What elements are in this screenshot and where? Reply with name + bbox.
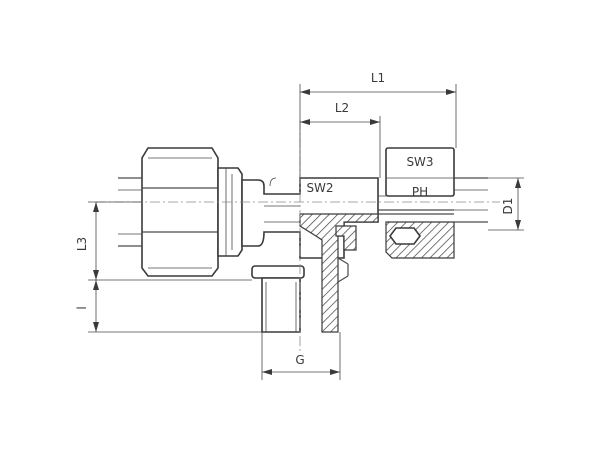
dim-L1-label: L1: [371, 71, 385, 85]
dim-D1-label: D1: [501, 198, 515, 215]
sw2-label: SW2: [306, 181, 333, 195]
dim-l: [88, 280, 262, 333]
dim-D1: [488, 177, 524, 231]
dim-l-label: l: [75, 306, 89, 309]
right-nut: [378, 147, 488, 259]
dim-L2: [300, 116, 381, 178]
left-nut: [118, 147, 219, 277]
dim-L3-label: L3: [75, 237, 89, 251]
dim-G-label: G: [295, 353, 304, 367]
bottom-stud: [251, 257, 349, 333]
ph-label: PH: [412, 185, 428, 199]
left-collar: [217, 167, 243, 257]
dim-L1: [299, 84, 457, 178]
sw3-label: SW3: [406, 155, 433, 169]
dim-G: [261, 332, 341, 380]
body-section: [299, 213, 379, 333]
dim-L3: [88, 201, 252, 281]
dim-L2-label: L2: [335, 101, 349, 115]
